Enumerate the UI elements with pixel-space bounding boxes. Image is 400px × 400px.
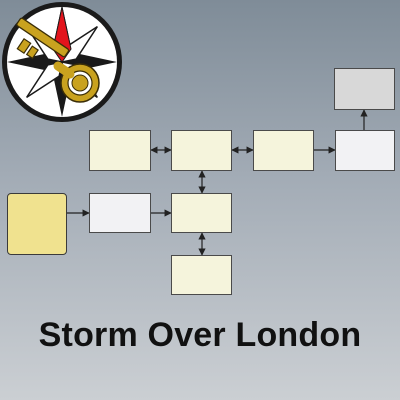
- node-row2-2: [171, 193, 232, 233]
- node-row1-1: [89, 130, 151, 171]
- node-start-yellow: [7, 193, 67, 255]
- node-row2-1: [89, 193, 151, 233]
- node-row1-3: [253, 130, 314, 171]
- node-row3-1: [171, 255, 232, 295]
- node-gray-top-right: [334, 68, 395, 110]
- key-icon: [16, 17, 100, 103]
- node-row1-2: [171, 130, 232, 171]
- game-title: Storm Over London: [38, 316, 362, 354]
- compass-star-key-icon: [2, 2, 122, 122]
- node-row1-4: [335, 130, 395, 171]
